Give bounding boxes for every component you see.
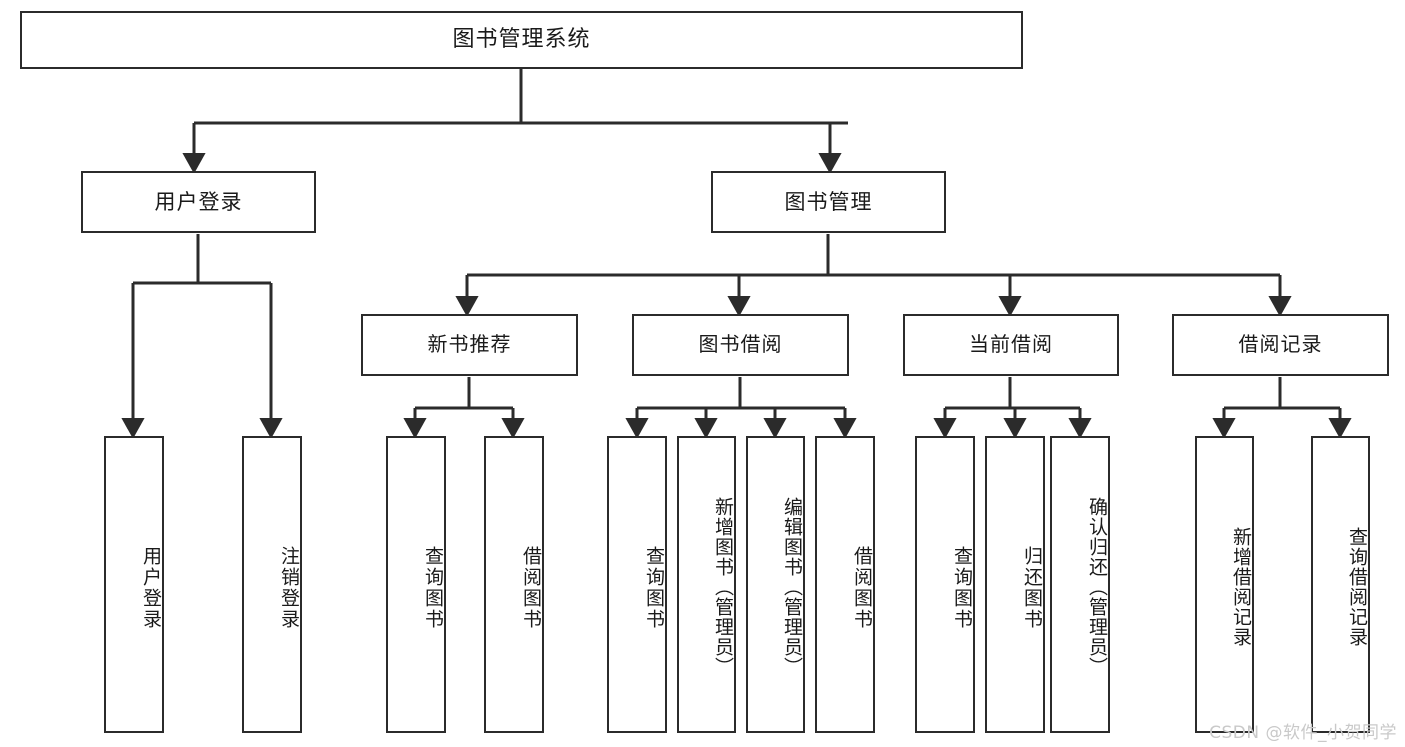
node-label: 新增图书（管理员） xyxy=(712,496,734,677)
node-label: 确认归还（管理员） xyxy=(1086,496,1108,677)
node-borrow-record[interactable]: 借阅记录 xyxy=(1172,314,1389,376)
node-label: 图书管理系统 xyxy=(452,27,591,53)
node-label: 图书管理 xyxy=(784,189,873,214)
node-label: 当前借阅 xyxy=(969,332,1053,357)
leaf-return-book[interactable]: 归还图书 xyxy=(985,436,1045,733)
node-new-book-recommend[interactable]: 新书推荐 xyxy=(361,314,578,376)
node-label: 用户登录 xyxy=(140,545,162,630)
node-label: 借阅图书 xyxy=(851,545,873,630)
node-label: 编辑图书（管理员） xyxy=(781,496,803,677)
node-book-borrow[interactable]: 图书借阅 xyxy=(632,314,849,376)
node-label: 新增借阅记录 xyxy=(1230,526,1252,647)
leaf-query-book-recommend[interactable]: 查询图书 xyxy=(386,436,446,733)
leaf-borrow-book[interactable]: 借阅图书 xyxy=(815,436,875,733)
node-user-login[interactable]: 用户登录 xyxy=(81,171,316,233)
leaf-query-borrow-record[interactable]: 查询借阅记录 xyxy=(1311,436,1370,733)
leaf-add-book-admin[interactable]: 新增图书（管理员） xyxy=(677,436,736,733)
node-current-borrow[interactable]: 当前借阅 xyxy=(903,314,1119,376)
node-label: 注销登录 xyxy=(278,545,300,630)
leaf-add-borrow-record[interactable]: 新增借阅记录 xyxy=(1195,436,1254,733)
node-label: 图书借阅 xyxy=(698,332,783,357)
node-book-management[interactable]: 图书管理 xyxy=(711,171,946,233)
node-label: 新书推荐 xyxy=(427,332,512,357)
node-label: 用户登录 xyxy=(154,189,243,214)
node-label: 查询图书 xyxy=(643,545,665,630)
node-label: 借阅图书 xyxy=(520,545,542,630)
leaf-user-login[interactable]: 用户登录 xyxy=(104,436,164,733)
node-root-system[interactable]: 图书管理系统 xyxy=(20,11,1023,69)
leaf-query-book-current[interactable]: 查询图书 xyxy=(915,436,975,733)
node-label: 查询图书 xyxy=(422,545,444,630)
node-label: 查询图书 xyxy=(951,545,973,630)
leaf-query-book-borrow[interactable]: 查询图书 xyxy=(607,436,667,733)
leaf-edit-book-admin[interactable]: 编辑图书（管理员） xyxy=(746,436,805,733)
node-label: 借阅记录 xyxy=(1238,332,1323,357)
leaf-borrow-book-recommend[interactable]: 借阅图书 xyxy=(484,436,544,733)
csdn-watermark: CSDN @软件_小贺同学 xyxy=(1209,723,1397,743)
leaf-logout[interactable]: 注销登录 xyxy=(242,436,302,733)
node-label: 查询借阅记录 xyxy=(1346,526,1368,647)
node-label: 归还图书 xyxy=(1021,545,1043,630)
leaf-confirm-return-admin[interactable]: 确认归还（管理员） xyxy=(1050,436,1110,733)
